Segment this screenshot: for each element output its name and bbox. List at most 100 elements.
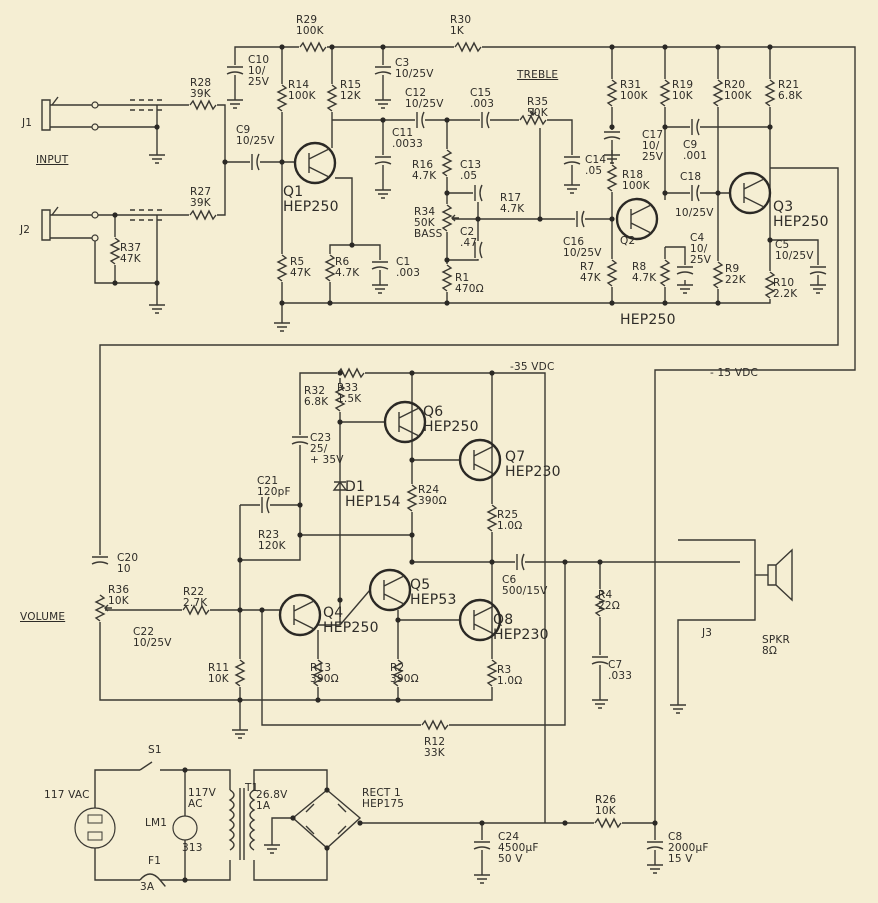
transistor-leads [630,204,652,234]
label-t1: T1 [245,782,259,794]
ground-icon [592,695,608,709]
lamp-icon [172,815,198,841]
wire [447,192,479,261]
resistor-icon [712,261,724,289]
wire [234,46,856,860]
label-r12: R12 33K [424,736,446,759]
capacitor-bg [591,655,609,665]
label-treble: TREBLE [517,69,559,81]
label-c15: C15 .003 [470,87,495,110]
label-r16: R16 4.7K [412,159,437,182]
label-q3: Q3 HEP250 [773,199,829,230]
capacitor-icon [226,66,244,75]
wire [99,167,839,555]
capacitor-icon [691,184,700,202]
junction-dot [444,300,450,306]
label-c22: C22 10/25V [133,626,172,649]
label-r24: R24 390Ω [418,484,447,507]
label-c24: C24 4500µF 50 V [498,831,539,865]
label-c23: C23 25/ + 35V [310,432,344,466]
ground-icon [677,280,693,294]
capacitor-bg [690,118,700,136]
label-r7: R7 47K [580,261,601,284]
ground-icon [474,870,490,884]
label-r28: R28 39K [190,77,212,100]
label-r13: R13 390Ω [310,662,339,685]
transistor-icon [458,438,502,482]
label-f1val: 3A [140,881,155,893]
capacitor-icon [291,436,309,445]
junction-dot [154,124,160,130]
label-c5: C5 10/25V [775,239,814,262]
resistor-icon [94,594,106,622]
label-j1: J1 [22,117,33,129]
label-r9: R9 22K [725,263,746,286]
label-spkr: SPKR 8Ω [762,634,790,657]
capacitor-icon [591,656,609,665]
capacitor-icon [474,184,483,202]
junction-dot [324,787,330,793]
resistor-icon [594,817,622,829]
wire [94,238,158,300]
junction-dot [489,559,495,565]
wiper-icon [451,214,459,222]
capacitor-icon [676,266,694,275]
junction-dot [380,44,386,50]
resistor-icon [334,384,346,412]
junction-dot [609,124,615,130]
capacitor-bg [676,265,694,275]
ground-icon [375,95,391,109]
junction-dot [237,607,243,613]
capacitor-icon [374,156,392,165]
resistor-icon [712,79,724,107]
junction-dot [479,820,485,826]
capacitor-icon [576,210,585,228]
junction-dot [279,44,285,50]
junction-dot [182,767,188,773]
label-d1: D1 HEP154 [345,479,401,510]
label-c21: C21 120pF [257,475,291,498]
junction-dot [237,697,243,703]
resistor-icon [299,41,327,53]
ac-plug-icon [74,807,116,849]
label-r35: R35 50K [527,96,549,119]
junction-dot [409,457,415,463]
resistor-icon [441,204,453,232]
capacitor-icon [603,131,621,140]
label-j2: J2 [20,224,31,236]
label-r10: R10 2.2K [773,277,798,300]
wire [94,848,140,881]
label-vac: 117 VAC [44,789,90,801]
capacitor-icon [809,266,827,275]
transistor-leads [743,178,765,208]
resistor-icon [764,271,776,299]
label-v35: -35 VDC [510,361,555,373]
label-r8: R8 4.7K [632,261,657,284]
capacitor-icon [481,111,490,129]
transistor-icon [278,593,322,637]
resistor-icon [606,79,618,107]
label-q7: Q7 HEP230 [505,449,561,480]
wiper-icon [104,604,112,612]
label-r37: R37 47K [120,242,142,265]
label-input: INPUT [36,154,69,166]
junction-dot [562,820,568,826]
junction-dot [395,617,401,623]
resistor-icon [441,264,453,292]
ground-icon [604,150,620,164]
terminal [91,101,99,109]
junction-dot [315,697,321,703]
capacitor-icon [261,496,270,514]
wire [520,119,573,180]
label-r6: R6 4.7K [335,256,360,279]
junction-dot [154,280,160,286]
capacitor-bg [603,130,621,140]
junction-dot [279,300,285,306]
label-r33: R33 1.5K [337,382,362,405]
ground-icon [564,180,580,194]
wiper-icon [529,108,537,116]
capacitor-bg [91,555,109,565]
junction-dot [329,44,335,50]
junction-dot [475,216,481,222]
terminal [91,123,99,131]
